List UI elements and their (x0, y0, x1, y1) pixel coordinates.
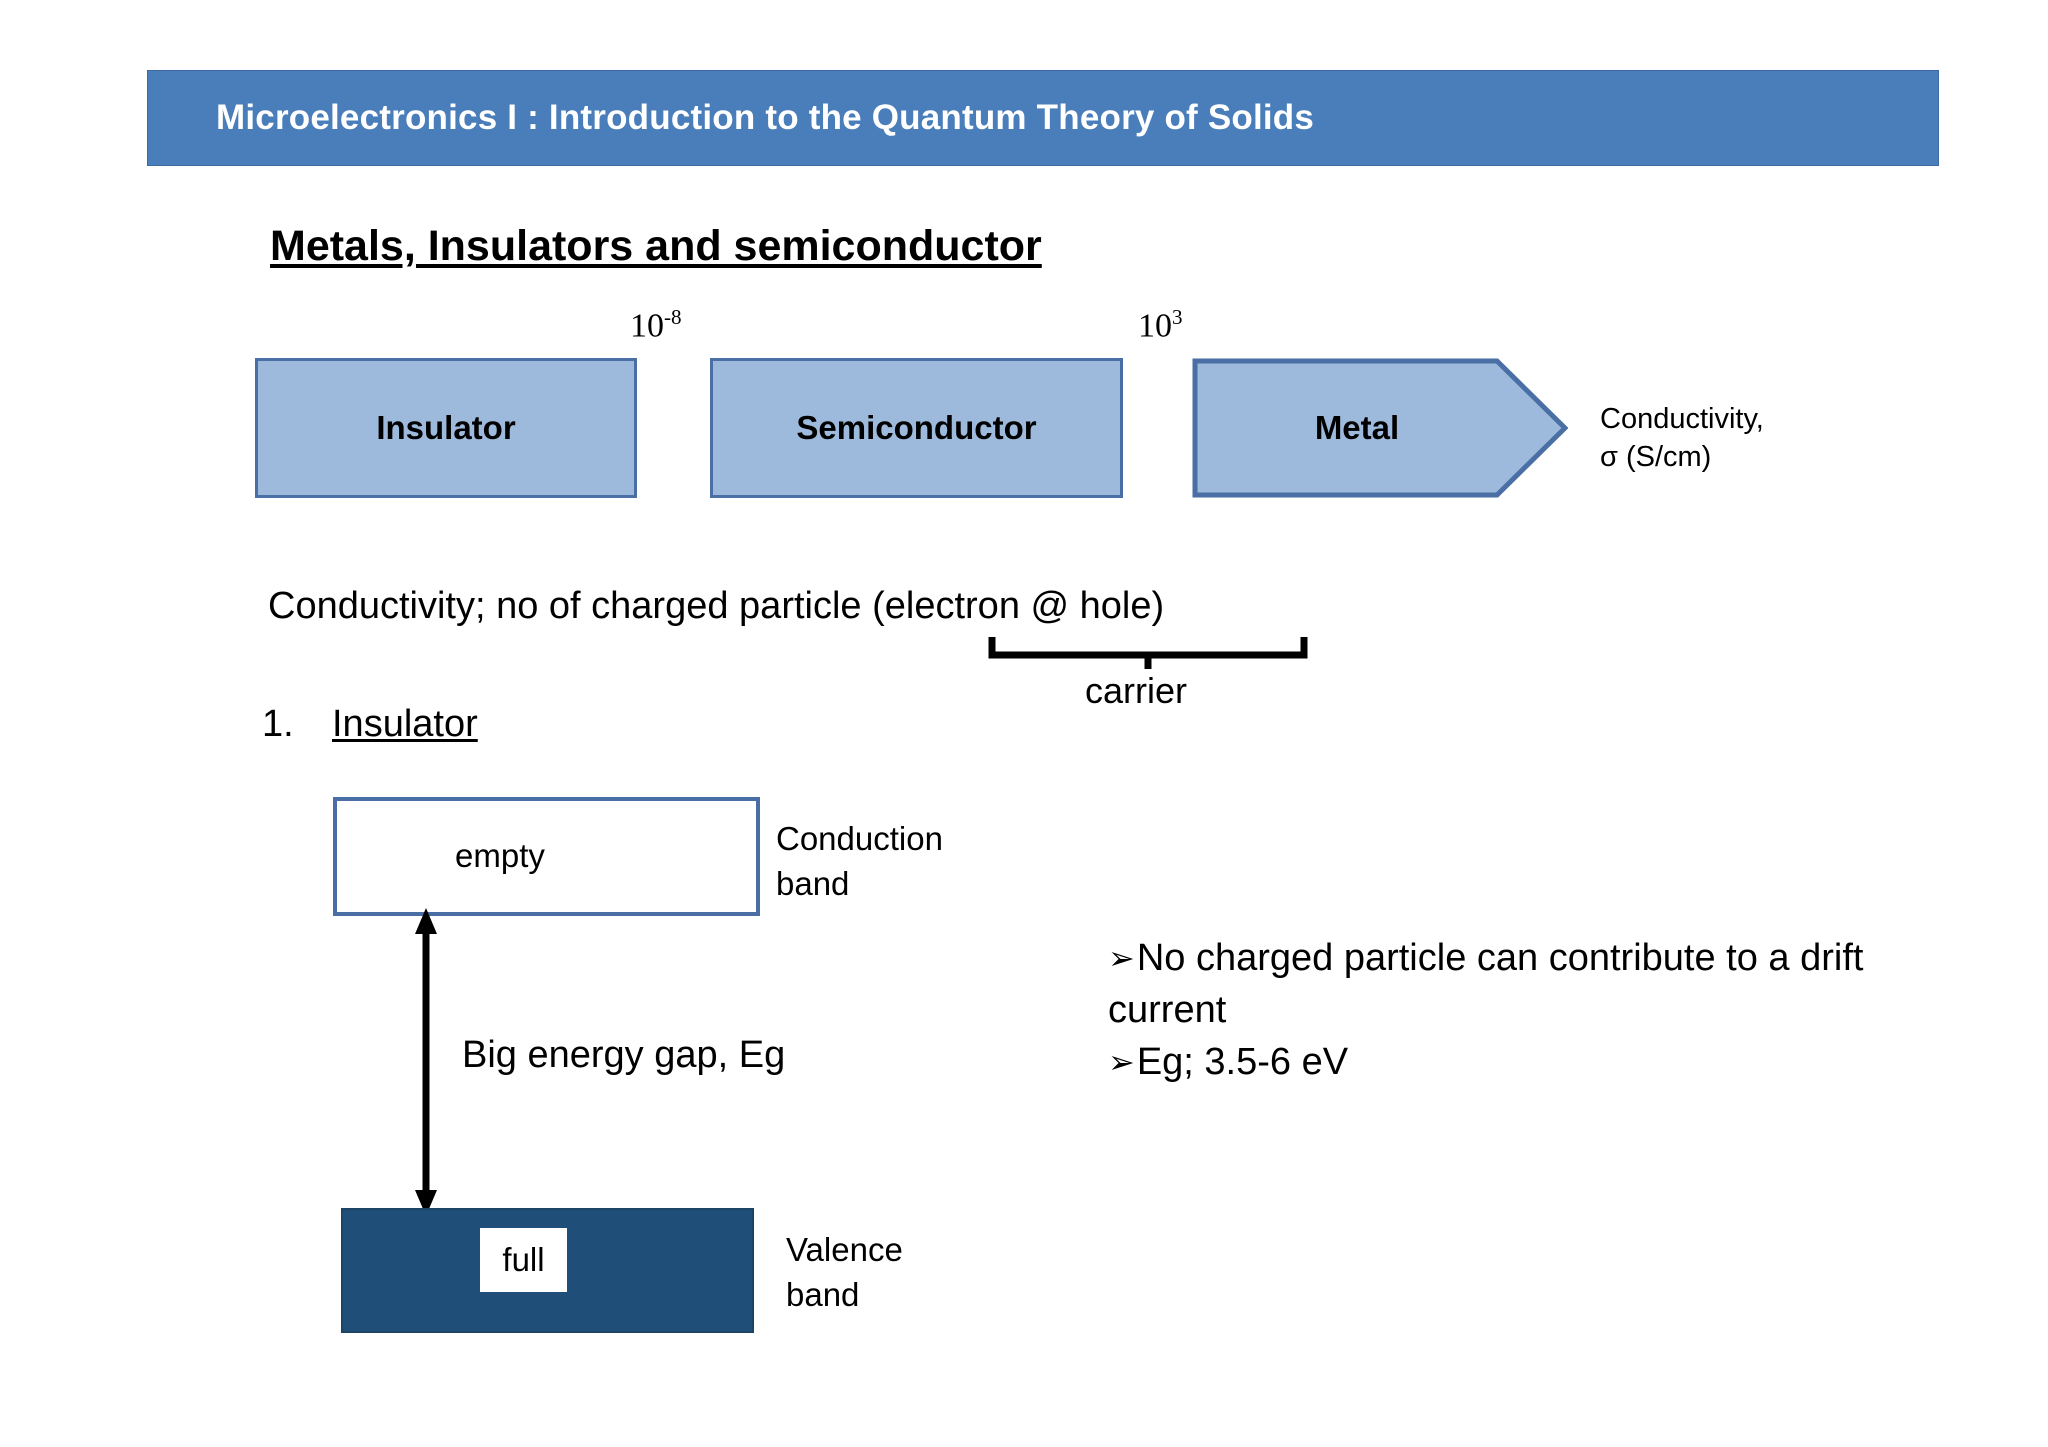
bullet-item-1-text: No charged particle can contribute to a … (1108, 937, 1864, 1032)
conductivity-right-exponent: 103 (1138, 305, 1183, 345)
exp-right-sup: 3 (1172, 305, 1183, 329)
conduction-band-label-line2: band (776, 864, 850, 902)
conduction-band-label-line1: Conduction (776, 820, 943, 857)
valence-band-state-text: full (480, 1228, 567, 1292)
conductivity-note: Conductivity; no of charged particle (el… (268, 585, 1165, 627)
list-item-insulator: Insulator (332, 703, 478, 745)
scale-box-metal: Metal (1192, 358, 1568, 498)
bullet-item-2: ➢Eg; 3.5-6 eV (1108, 1036, 1918, 1088)
exp-right-base: 10 (1138, 307, 1172, 345)
scale-box-metal-label: Metal (1314, 409, 1400, 446)
bullet-item-2-text: Eg; 3.5-6 eV (1136, 1041, 1349, 1084)
conductivity-axis-line1: Conductivity, (1600, 403, 1764, 435)
scale-box-insulator-label: Insulator (376, 409, 516, 446)
conduction-band-box: empty (333, 797, 760, 916)
conductivity-axis-label: Conductivity, σ (S/cm) (1600, 400, 1764, 477)
conduction-band-state-text: empty (455, 837, 545, 874)
valence-band-label-line2: band (786, 1275, 860, 1313)
bullet-arrow-icon: ➢ (1108, 1043, 1135, 1082)
scale-box-semiconductor: Semiconductor (710, 358, 1123, 498)
section-heading: Metals, Insulators and semiconductor (270, 222, 1042, 270)
scale-box-semiconductor-label: Semiconductor (796, 409, 1037, 446)
conductivity-left-exponent: 10-8 (630, 305, 682, 345)
bullet-arrow-icon: ➢ (1108, 939, 1135, 977)
energy-gap-double-arrow-icon (408, 908, 444, 1216)
energy-gap-label: Big energy gap, Eg (462, 1034, 786, 1076)
bullet-item-1: ➢No charged particle can contribute to a… (1108, 932, 1918, 1036)
valence-band-label-line1: Valence (786, 1231, 903, 1268)
valence-band-box: full (341, 1208, 754, 1333)
conduction-band-label: Conduction band (776, 817, 943, 906)
scale-box-insulator: Insulator (255, 358, 637, 498)
exp-left-base: 10 (630, 307, 664, 345)
slide-title-bar: Microelectronics I : Introduction to the… (147, 70, 1939, 166)
valence-band-label: Valence band (786, 1228, 903, 1317)
carrier-brace-icon (988, 635, 1308, 673)
carrier-label: carrier (1085, 670, 1188, 711)
list-number: 1. (262, 703, 294, 745)
pentagon-arrow-icon (1192, 358, 1568, 498)
insulator-bullet-list: ➢No charged particle can contribute to a… (1108, 932, 1918, 1088)
exp-left-sup: -8 (664, 305, 682, 329)
slide-title: Microelectronics I : Introduction to the… (216, 98, 1315, 137)
conductivity-axis-line2: σ (S/cm) (1600, 441, 1712, 474)
